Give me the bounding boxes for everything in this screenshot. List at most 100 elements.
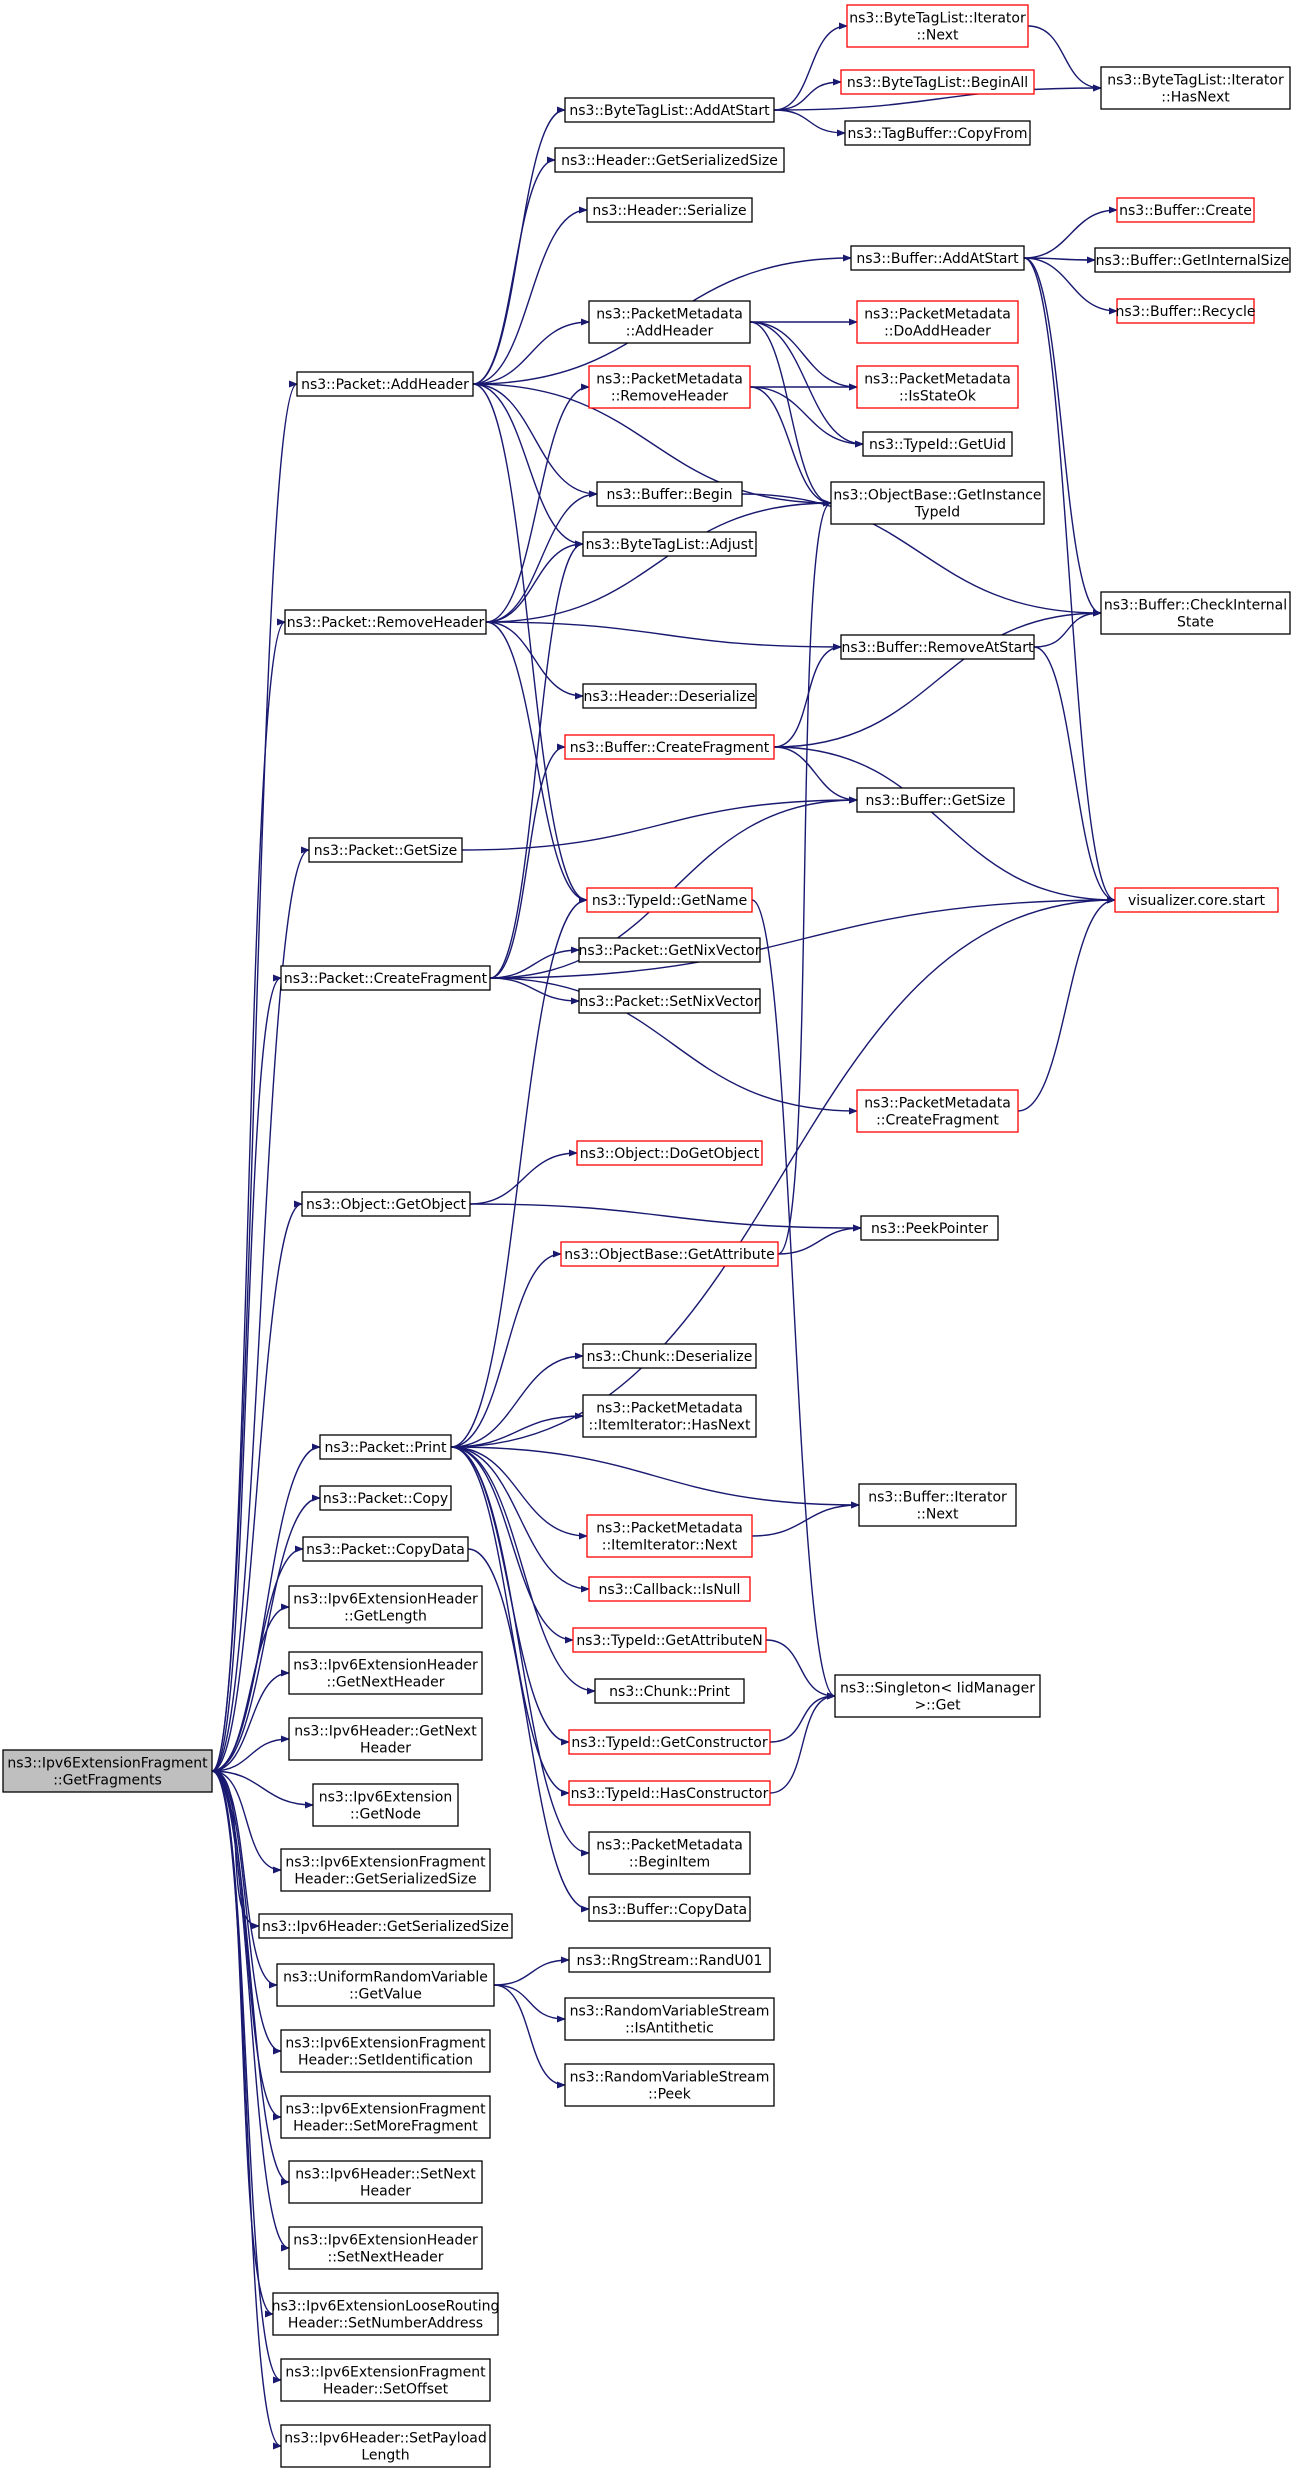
node-box: [576, 1140, 763, 1166]
function-node-n-getnixvector[interactable]: ns3::Packet::GetNixVector: [578, 937, 761, 963]
function-node-n-vis-core-start[interactable]: visualizer.core.start: [1114, 887, 1279, 913]
function-node-n-pm-doaddheader[interactable]: ns3::PacketMetadata::DoAddHeader: [856, 300, 1019, 344]
node-box: [288, 2226, 483, 2270]
function-node-n-btl-addatstart[interactable]: ns3::ByteTagList::AddAtStart: [564, 97, 775, 123]
function-node-n-hdr-deserialize[interactable]: ns3::Header::Deserialize: [582, 683, 757, 709]
node-label: ns3::ByteTagList::Adjust: [586, 537, 754, 553]
function-node-n-chunk-print[interactable]: ns3::Chunk::Print: [594, 1678, 745, 1704]
function-node-n-print[interactable]: ns3::Packet::Print: [319, 1434, 452, 1460]
node-label: ::GetLength: [344, 1609, 427, 1625]
function-node-n-buf-addatstart[interactable]: ns3::Buffer::AddAtStart: [850, 245, 1025, 271]
function-node-n-ipv6hdr-setnext[interactable]: ns3::Ipv6Header::SetNextHeader: [288, 2160, 483, 2204]
function-node-n-peekpointer[interactable]: ns3::PeekPointer: [860, 1215, 999, 1241]
function-node-n-pm-beginitem[interactable]: ns3::PacketMetadata::BeginItem: [588, 1831, 751, 1875]
function-node-n-rvs-peek[interactable]: ns3::RandomVariableStream::Peek: [564, 2063, 775, 2107]
function-node-n-typeid-hasctor[interactable]: ns3::TypeId::HasConstructor: [568, 1780, 771, 1806]
call-edge: [211, 1669, 290, 1772]
function-node-n-cb-isnull[interactable]: ns3::Callback::IsNull: [588, 1576, 751, 1602]
function-node-n-btl-adjust[interactable]: ns3::ByteTagList::Adjust: [582, 531, 757, 557]
function-node-n-copy[interactable]: ns3::Packet::Copy: [319, 1485, 452, 1511]
function-node-n-buf-getsize[interactable]: ns3::Buffer::GetSize: [856, 787, 1015, 813]
function-node-n-ext-getnode[interactable]: ns3::Ipv6Extension::GetNode: [312, 1783, 459, 1827]
function-node-n-buf-create[interactable]: ns3::Buffer::Create: [1116, 197, 1255, 223]
function-node-n-btl-it-hasnext[interactable]: ns3::ByteTagList::Iterator::HasNext: [1100, 66, 1291, 110]
function-node-n-ipv6hdr-getsersize[interactable]: ns3::Ipv6Header::GetSerializedSize: [258, 1913, 513, 1939]
node-box: [280, 1848, 491, 1892]
function-node-n-pm-ii-hasnext[interactable]: ns3::PacketMetadata::ItemIterator::HasNe…: [582, 1394, 757, 1438]
function-node-n-frag-getsersize[interactable]: ns3::Ipv6ExtensionFragmentHeader::GetSer…: [280, 1848, 491, 1892]
node-label: TypeId: [914, 505, 960, 521]
call-edge: [469, 1203, 862, 1232]
function-node-n-ob-getattribute[interactable]: ns3::ObjectBase::GetAttribute: [560, 1241, 779, 1267]
function-node-n-singleton-get[interactable]: ns3::Singleton< IidManager >::Get: [834, 1674, 1041, 1718]
call-edge: [469, 1149, 578, 1205]
function-node-n-buf-recycle[interactable]: ns3::Buffer::Recycle: [1115, 298, 1256, 324]
function-node-n-ipv6hdr-getnext[interactable]: ns3::Ipv6Header::GetNextHeader: [288, 1717, 483, 1761]
node-label: ns3::Buffer::GetInternalSize: [1096, 253, 1290, 269]
function-node-n-typeid-getattrn[interactable]: ns3::TypeId::GetAttributeN: [572, 1627, 767, 1653]
node-box: [568, 1947, 771, 1973]
function-node-n-exthdr-getlength[interactable]: ns3::Ipv6ExtensionHeader::GetLength: [288, 1585, 483, 1629]
node-label: ns3::Buffer::RemoveAtStart: [841, 640, 1034, 656]
function-node-n-buf-it-next[interactable]: ns3::Buffer::Iterator::Next: [858, 1483, 1017, 1527]
function-node-root[interactable]: ns3::Ipv6ExtensionFragment::GetFragments: [2, 1749, 213, 1793]
node-label: ns3::Packet::Copy: [323, 1491, 448, 1507]
function-node-n-exthdr-getnext[interactable]: ns3::Ipv6ExtensionHeader::GetNextHeader: [288, 1651, 483, 1695]
function-node-n-buf-begin[interactable]: ns3::Buffer::Begin: [596, 481, 743, 507]
function-node-n-exthdr-setnext[interactable]: ns3::Ipv6ExtensionHeader::SetNextHeader: [288, 2226, 483, 2270]
function-node-n-pm-addheader[interactable]: ns3::PacketMetadata::AddHeader: [588, 300, 751, 344]
call-edge: [211, 1603, 290, 1772]
function-node-n-btl-it-next[interactable]: ns3::ByteTagList::Iterator::Next: [846, 4, 1029, 48]
node-label: ::BeginItem: [629, 1855, 710, 1871]
call-edge: [1023, 256, 1096, 264]
function-node-n-buf-removeatstart[interactable]: ns3::Buffer::RemoveAtStart: [840, 634, 1035, 660]
function-node-n-rvs-isantithetic[interactable]: ns3::RandomVariableStream::IsAntithetic: [564, 1997, 775, 2041]
node-label: ns3::UniformRandomVariable: [283, 1970, 488, 1986]
function-node-n-setnixvector[interactable]: ns3::Packet::SetNixVector: [578, 988, 761, 1014]
function-node-n-addheader[interactable]: ns3::Packet::AddHeader: [296, 371, 474, 397]
function-node-n-buf-getinternalsize[interactable]: ns3::Buffer::GetInternalSize: [1094, 247, 1291, 273]
node-box: [276, 1963, 495, 2007]
function-node-n-btl-beginall[interactable]: ns3::ByteTagList::BeginAll: [840, 69, 1035, 95]
function-node-n-typeid-getctor[interactable]: ns3::TypeId::GetConstructor: [568, 1729, 771, 1755]
function-node-n-getobject[interactable]: ns3::Object::GetObject: [301, 1191, 471, 1217]
call-edge: [749, 386, 864, 448]
function-node-n-rng-randu01[interactable]: ns3::RngStream::RandU01: [568, 1947, 771, 1973]
function-node-n-pm-removeheader[interactable]: ns3::PacketMetadata::RemoveHeader: [588, 365, 751, 409]
node-box: [258, 1913, 513, 1939]
function-node-n-copydata[interactable]: ns3::Packet::CopyData: [302, 1536, 469, 1562]
function-node-n-getsize[interactable]: ns3::Packet::GetSize: [308, 837, 463, 863]
node-box: [844, 120, 1031, 146]
function-node-n-typeid-getname[interactable]: ns3::TypeId::GetName: [586, 887, 753, 913]
function-node-n-typeid-getuid[interactable]: ns3::TypeId::GetUid: [862, 431, 1013, 457]
call-edge: [773, 609, 1102, 748]
node-label: Header::GetSerializedSize: [294, 1872, 476, 1888]
function-node-n-pm-ii-next[interactable]: ns3::PacketMetadata::ItemIterator::Next: [586, 1514, 753, 1558]
function-node-n-loose-setnum[interactable]: ns3::Ipv6ExtensionLooseRoutingHeader::Se…: [272, 2292, 500, 2336]
function-node-n-chunk-deserialize[interactable]: ns3::Chunk::Deserialize: [582, 1343, 757, 1369]
call-edge: [211, 1770, 290, 2186]
function-node-n-frag-setid[interactable]: ns3::Ipv6ExtensionFragmentHeader::SetIde…: [280, 2029, 491, 2073]
function-node-n-buf-copydata[interactable]: ns3::Buffer::CopyData: [588, 1896, 751, 1922]
function-node-n-hdr-getsersize[interactable]: ns3::Header::GetSerializedSize: [554, 147, 785, 173]
function-node-n-buf-createfragment[interactable]: ns3::Buffer::CreateFragment: [564, 734, 775, 760]
node-box: [1100, 591, 1291, 635]
node-box: [280, 2095, 491, 2139]
function-node-n-hdr-serialize[interactable]: ns3::Header::Serialize: [586, 197, 753, 223]
function-node-n-createfragment[interactable]: ns3::Packet::CreateFragment: [280, 965, 491, 991]
function-node-n-removeheader[interactable]: ns3::Packet::RemoveHeader: [284, 609, 487, 635]
call-edge: [485, 621, 584, 700]
node-box: [834, 1674, 1041, 1718]
function-node-n-frag-setoffset[interactable]: ns3::Ipv6ExtensionFragmentHeader::SetOff…: [280, 2358, 491, 2402]
function-node-n-tagbuf-copyfrom[interactable]: ns3::TagBuffer::CopyFrom: [844, 120, 1031, 146]
node-label: ns3::Packet::GetSize: [314, 843, 457, 859]
function-node-n-pm-createfragment[interactable]: ns3::PacketMetadata::CreateFragment: [856, 1089, 1019, 1133]
call-edge: [450, 896, 1116, 1448]
function-node-n-urv-getvalue[interactable]: ns3::UniformRandomVariable::GetValue: [276, 1963, 495, 2007]
function-node-n-frag-setmore[interactable]: ns3::Ipv6ExtensionFragmentHeader::SetMor…: [280, 2095, 491, 2139]
function-node-n-obj-dogetobject[interactable]: ns3::Object::DoGetObject: [576, 1140, 763, 1166]
function-node-n-pm-isstateok[interactable]: ns3::PacketMetadata::IsStateOk: [856, 365, 1019, 409]
